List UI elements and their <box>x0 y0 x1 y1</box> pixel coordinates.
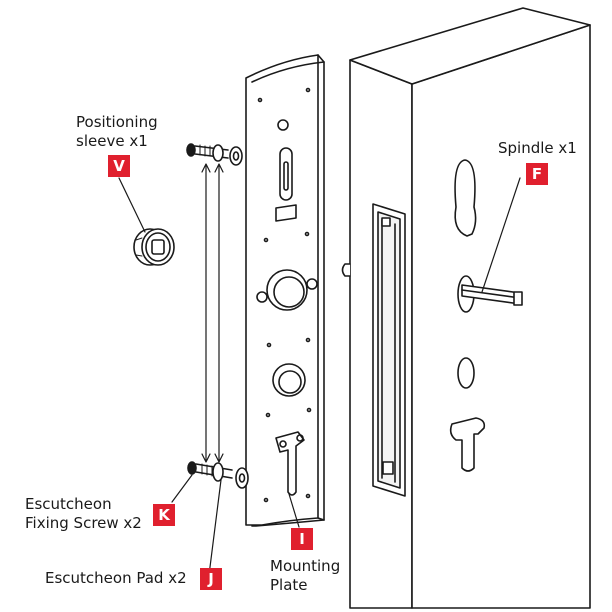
door-hole <box>457 357 475 389</box>
positioning-sleeve-label-line2: sleeve x1 <box>76 132 148 150</box>
mounting-plate-label: Mounting Plate <box>270 557 340 595</box>
positioning-sleeve-label: Positioning sleeve x1 <box>76 113 158 151</box>
mounting-plate-label-line2: Plate <box>270 576 308 594</box>
mounting-plate <box>245 54 325 527</box>
pad-label: Escutcheon Pad x2 <box>45 569 187 587</box>
badge-k: K <box>153 504 175 526</box>
badge-j: J <box>200 568 222 590</box>
plate-upper-hole <box>266 269 308 311</box>
positioning-sleeve-label-line1: Positioning <box>76 113 158 131</box>
upper-fixing-screw <box>186 143 229 162</box>
lower-keyhole-cutout <box>449 417 486 472</box>
fixing-screw-label-line2: Fixing Screw x2 <box>25 514 142 532</box>
plate-top-screw <box>277 119 289 131</box>
spindle <box>457 275 523 313</box>
door <box>341 7 591 609</box>
positioning-sleeve <box>133 228 175 266</box>
leader-lines <box>118 177 521 576</box>
lower-escutcheon-pad <box>235 467 249 489</box>
mounting-plate-label-line1: Mounting <box>270 557 341 575</box>
lower-fixing-screw <box>187 461 233 482</box>
fixing-screw-label: Escutcheon Fixing Screw x2 <box>25 495 142 533</box>
spindle-label: Spindle x1 <box>498 139 577 157</box>
keyhole-cutout <box>454 159 477 237</box>
fixing-screw-label-line1: Escutcheon <box>25 495 112 513</box>
upper-escutcheon-pad <box>229 146 243 166</box>
badge-f: F <box>526 163 548 185</box>
spacing-arrows <box>201 163 224 463</box>
badge-i: I <box>291 528 313 550</box>
badge-v: V <box>108 155 130 177</box>
